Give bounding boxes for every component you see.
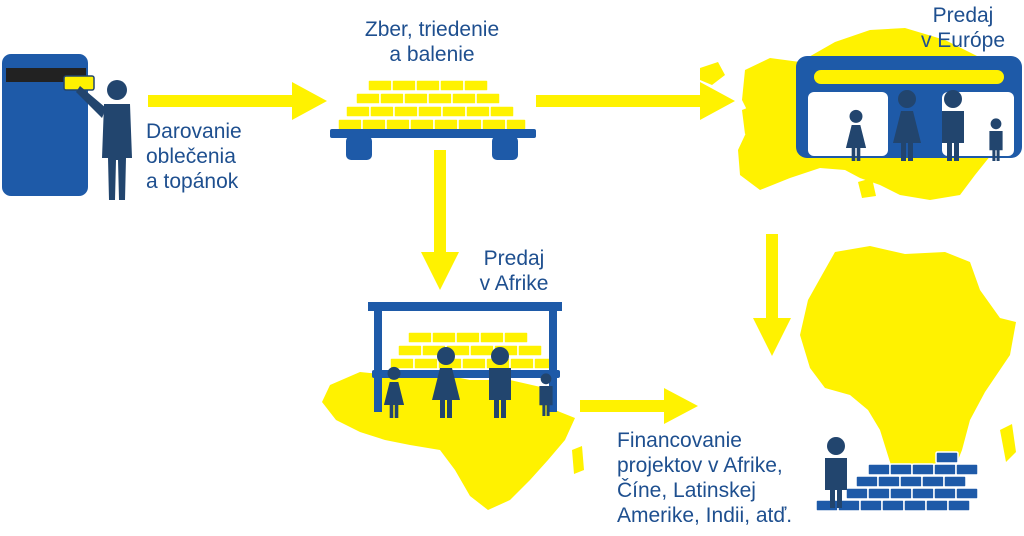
label-africa: Predaj v Afrike	[479, 247, 549, 295]
arrow-africa-to-financing	[580, 388, 698, 424]
arrow-collection-to-africa	[421, 150, 459, 290]
label-collection: Zber, triedenie a balenie	[364, 18, 500, 66]
label-financing: Financovanie projektov v Afrike, Číne, L…	[617, 429, 793, 527]
arrow-collection-to-europe	[536, 82, 735, 120]
label-donation: Darovanie oblečenia a topánok	[146, 120, 242, 193]
worker-person-icon	[825, 437, 847, 508]
donor-person-icon	[76, 80, 132, 200]
europe-shop-icon	[796, 56, 1022, 161]
arrow-donation-to-collection	[148, 82, 327, 120]
africa-market-icon	[368, 302, 562, 418]
pallet-icon	[330, 79, 536, 160]
arrow-europe-to-financing	[753, 234, 791, 356]
label-europe: Predaj v Európe	[920, 4, 1006, 52]
donation-container	[2, 54, 95, 196]
africa-map-left	[322, 372, 584, 510]
bales-stack	[337, 79, 527, 131]
financing-bricks-icon	[815, 451, 979, 512]
africa-map-right	[800, 246, 1016, 505]
